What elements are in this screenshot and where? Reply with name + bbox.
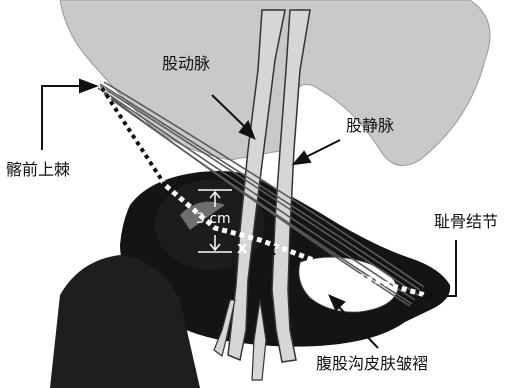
- arterial-puncture-mark: x: [237, 240, 247, 256]
- femoral-vein-label: 股静脉: [346, 118, 394, 134]
- inguinal-crease-label: 腹股沟皮肤皱褶: [316, 356, 428, 372]
- femoral-artery-label: 股动脉: [162, 56, 210, 72]
- asis-label: 髂前上棘: [6, 162, 70, 178]
- pubic-tubercle-label: 耻骨结节: [434, 214, 498, 230]
- distance-label: 3 cm: [196, 212, 231, 226]
- venous-puncture-mark: x: [266, 242, 276, 258]
